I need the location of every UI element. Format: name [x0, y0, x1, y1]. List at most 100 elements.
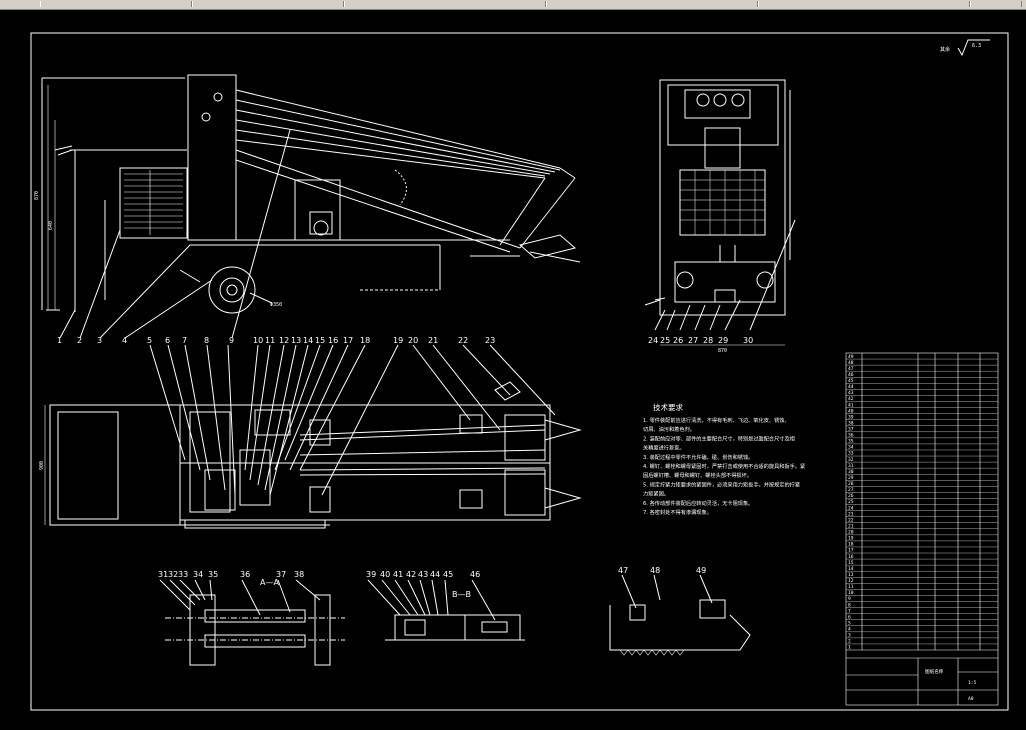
bom-table [845, 352, 999, 706]
tech-req-line: 3. 装配过程中零件不允许磕、碰、划伤和锈蚀。 [643, 453, 753, 461]
part-label: 48 [650, 566, 660, 575]
part-label: 27 [688, 336, 698, 345]
tech-req-line: 固后螺钉槽、螺母和螺钉、螺栓头部不得损坏。 [643, 471, 752, 479]
dim-width-2: 870 [718, 348, 727, 354]
part-label: 12 [279, 336, 289, 345]
bom-row-number: 36 [848, 433, 854, 439]
roughness-value: 6.3 [972, 43, 981, 49]
bom-row-number: 38 [848, 420, 854, 426]
bom-row-number: 33 [848, 451, 854, 457]
bom-row-number: 37 [848, 426, 854, 432]
part-label: 10 [253, 336, 263, 345]
bom-row-number: 2 [848, 639, 851, 645]
drawing-border [30, 32, 1009, 711]
dim-width-1: 900 [39, 461, 45, 470]
bom-row-number: 9 [848, 596, 851, 602]
part-label: 5 [147, 336, 152, 345]
part-label: 6 [165, 336, 170, 345]
bom-row-number: 41 [848, 402, 854, 408]
part-label: 33 [178, 570, 188, 579]
bom-row-number: 8 [848, 602, 851, 608]
bom-row-number: 27 [848, 487, 854, 493]
title-block-sheet: A0 [968, 696, 974, 702]
bom-row-number: 20 [848, 530, 854, 536]
bom-row-number: 11 [848, 584, 854, 590]
tech-req-line: 5. 规定拧紧力矩要求的紧固件，必须采用力矩扳手，并按规定的拧紧 [643, 480, 800, 488]
plan-view [44, 344, 582, 529]
part-label: 14 [303, 336, 313, 345]
bom-row-number: 18 [848, 542, 854, 548]
toolbar-segment[interactable] [40, 1, 192, 7]
part-label: 37 [276, 570, 286, 579]
bom-row-number: 12 [848, 578, 854, 584]
section-bb-label: B—B [452, 590, 471, 599]
bom-row-number: 17 [848, 548, 854, 554]
part-label: 16 [328, 336, 338, 345]
part-label: 34 [193, 570, 203, 579]
part-label: 40 [380, 570, 390, 579]
window-toolbar [0, 0, 1026, 10]
bom-row-number: 31 [848, 463, 854, 469]
section-aa-label: A—A [260, 578, 279, 587]
part-label: 7 [182, 336, 187, 345]
side-view [41, 74, 581, 339]
part-label: 17 [343, 336, 353, 345]
part-label: 11 [265, 336, 275, 345]
bom-row-number: 26 [848, 493, 854, 499]
part-label: 13 [291, 336, 301, 345]
part-label: 49 [696, 566, 706, 575]
toolbar-segment[interactable] [344, 1, 546, 7]
part-label: 46 [470, 570, 480, 579]
dim-wheel: Φ350 [270, 302, 282, 308]
part-label: 32 [168, 570, 178, 579]
title-block-scale: 1:5 [968, 680, 977, 686]
part-label: 44 [430, 570, 440, 579]
bom-row-number: 35 [848, 439, 854, 445]
part-label: 41 [393, 570, 403, 579]
part-label: 3 [97, 336, 102, 345]
bom-row-number: 46 [848, 372, 854, 378]
part-label: 2 [77, 336, 82, 345]
tech-req-line: 切屑、油污和着色剂。 [643, 425, 695, 433]
part-label: 45 [443, 570, 453, 579]
part-label: 29 [718, 336, 728, 345]
part-label: 30 [743, 336, 753, 345]
section-bb [367, 579, 525, 641]
bom-row-number: 49 [848, 354, 854, 360]
bom-row-number: 21 [848, 523, 854, 529]
bom-row-number: 14 [848, 566, 854, 572]
part-label: 26 [673, 336, 683, 345]
bom-row-number: 24 [848, 505, 854, 511]
tech-req-line: 2. 装配前应对零、部件的主要配合尺寸，特别是过盈配合尺寸及相 [643, 434, 795, 442]
bom-row-number: 25 [848, 499, 854, 505]
bom-row-number: 47 [848, 366, 854, 372]
bom-row-number: 22 [848, 517, 854, 523]
toolbar-segment[interactable] [970, 1, 1022, 7]
bom-row-number: 44 [848, 384, 854, 390]
toolbar-segment[interactable] [192, 1, 344, 7]
tech-req-line: 7. 各密封处不得有渗漏现象。 [643, 508, 712, 516]
bom-row-number: 32 [848, 457, 854, 463]
bom-row-number: 40 [848, 408, 854, 414]
part-label: 25 [660, 336, 670, 345]
bom-row-number: 34 [848, 445, 854, 451]
toolbar-segment[interactable] [546, 1, 758, 7]
bom-row-number: 30 [848, 469, 854, 475]
roughness-label: 其余 [940, 46, 950, 53]
bom-row-number: 1 [848, 645, 851, 651]
part-label: 47 [618, 566, 628, 575]
cad-canvas[interactable]: 其余 6.3 Φ350 870 640 900 870 A—A B—B 技术要求… [0, 10, 1026, 730]
dim-height-1: 870 [34, 191, 40, 200]
bom-row-number: 42 [848, 396, 854, 402]
bom-row-number: 7 [848, 608, 851, 614]
part-label: 43 [418, 570, 428, 579]
toolbar-segment[interactable] [758, 1, 970, 7]
tech-req-line: 4. 螺钉、螺栓和螺母紧固时，严禁打击或使用不合适的旋具和扳手。紧 [643, 462, 805, 470]
bom-row-number: 28 [848, 481, 854, 487]
bom-row-number: 10 [848, 590, 854, 596]
bom-row-number: 29 [848, 475, 854, 481]
part-label: 21 [428, 336, 438, 345]
bom-row-number: 6 [848, 614, 851, 620]
part-label: 20 [408, 336, 418, 345]
bom-row-number: 19 [848, 536, 854, 542]
